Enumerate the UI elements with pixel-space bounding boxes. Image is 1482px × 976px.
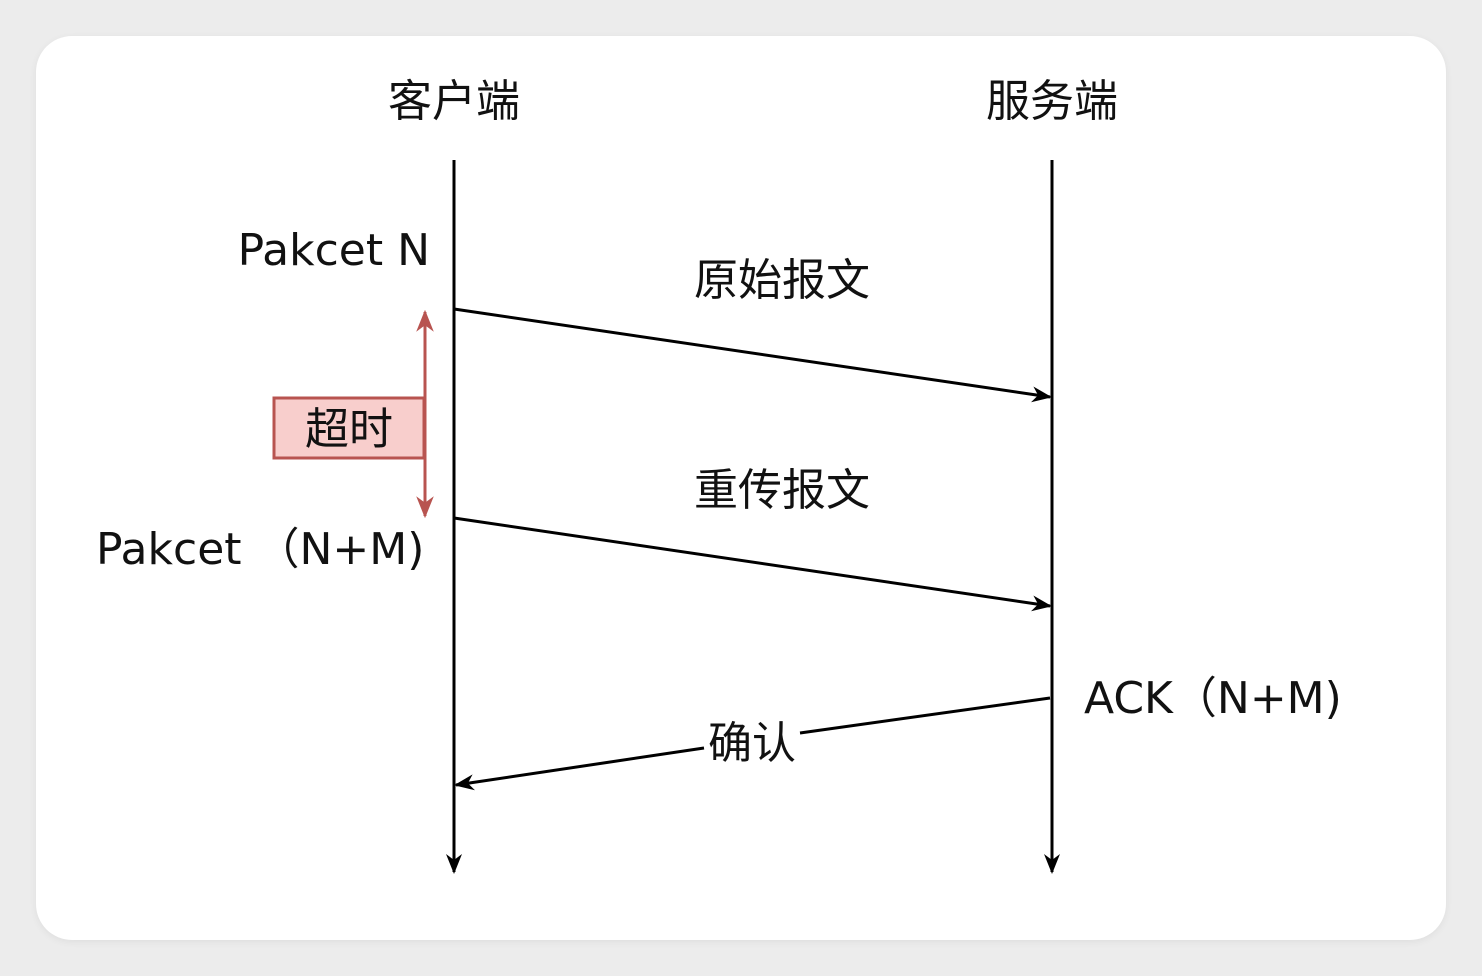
original-message-label: 原始报文: [694, 255, 870, 306]
original-message-arrow: [453, 307, 1052, 403]
packet-n-label: Pakcet N: [238, 225, 430, 276]
client-title: 客户端: [388, 76, 520, 127]
confirm-arrow-tail: [799, 696, 1051, 735]
retransmit-message-arrow: [453, 516, 1052, 612]
diagram-card: [36, 36, 1446, 940]
confirm-arrow: [454, 746, 705, 791]
retransmit-message-label: 重传报文: [694, 465, 870, 516]
packet-nm-label: Pakcet （N+M): [96, 524, 424, 575]
timeout-label: 超时: [305, 404, 393, 455]
ack-label: ACK（N+M): [1084, 673, 1342, 724]
timeout-box: [272, 396, 426, 460]
server-title: 服务端: [986, 76, 1118, 127]
confirm-label: 确认: [708, 718, 796, 769]
